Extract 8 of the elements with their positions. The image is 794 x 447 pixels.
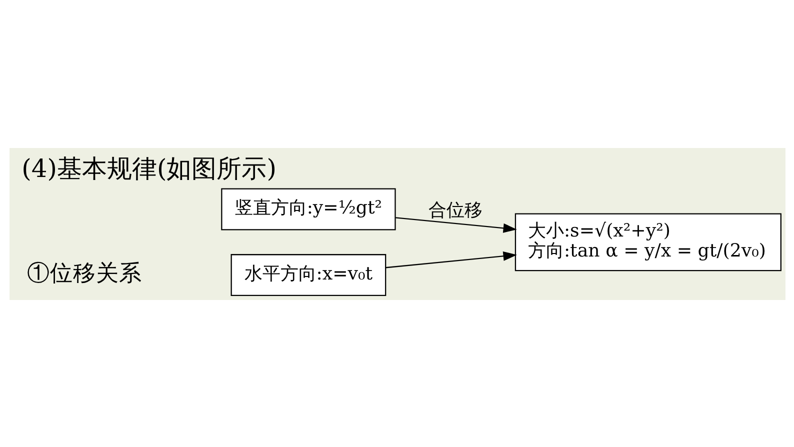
label: ①位移关系: [26, 260, 142, 286]
edge-label: 合位移: [428, 199, 482, 220]
arrow: [385, 250, 516, 268]
node-box: 大小:s=√(x²+y²) 方向:tan α = y/x = gt/(2v₀): [514, 212, 781, 271]
node-box: 竖直方向:y=½gt²: [220, 188, 396, 230]
arrow: [395, 216, 516, 232]
diagram-title: (4)基本规律(如图所示): [21, 154, 276, 183]
node-box: 水平方向:x=v₀t: [230, 254, 386, 296]
